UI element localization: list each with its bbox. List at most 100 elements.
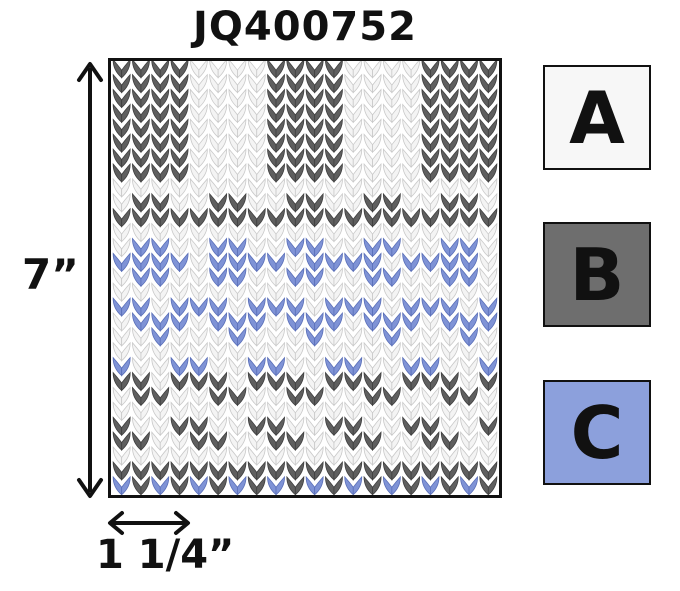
- stitch: [189, 58, 208, 79]
- stitch: [460, 88, 478, 109]
- stitch: [479, 446, 498, 466]
- stitch: [363, 297, 382, 317]
- stitch: [363, 177, 382, 198]
- stitch: [112, 401, 131, 422]
- stitch: [189, 475, 208, 496]
- stitch: [247, 267, 266, 288]
- stitch: [189, 177, 208, 198]
- stitch: [267, 133, 285, 153]
- stitch: [382, 401, 401, 422]
- stitch: [305, 148, 324, 168]
- stitch: [228, 416, 247, 437]
- stitch: [440, 475, 459, 496]
- stitch: [305, 103, 324, 124]
- stitch: [479, 401, 498, 422]
- stitch: [132, 207, 150, 228]
- stitch: [247, 73, 266, 94]
- stitch: [132, 133, 150, 153]
- stitch: [363, 460, 382, 481]
- stitch: [421, 73, 440, 94]
- stitch: [344, 148, 363, 168]
- stitch: [305, 341, 324, 362]
- stitch: [479, 207, 498, 228]
- stitch: [363, 401, 382, 422]
- stitch: [132, 88, 150, 109]
- stitch: [460, 148, 478, 168]
- stitch: [170, 163, 189, 183]
- stitch: [479, 237, 498, 258]
- stitch: [112, 356, 131, 377]
- stitch: [209, 148, 228, 168]
- stitch: [460, 431, 478, 451]
- stitch: [267, 460, 285, 481]
- stitch: [421, 311, 440, 332]
- stitch: [325, 177, 343, 198]
- stitch: [112, 192, 131, 213]
- color-key-b-letter: B: [569, 232, 625, 317]
- stitch: [209, 297, 228, 317]
- stitch: [382, 446, 401, 466]
- stitch: [228, 177, 247, 198]
- stitch: [151, 311, 170, 332]
- stitch: [170, 58, 189, 79]
- stitch: [363, 192, 382, 213]
- stitch: [247, 163, 266, 183]
- stitch: [305, 58, 324, 79]
- stitch: [325, 431, 343, 451]
- stitch: [305, 88, 324, 109]
- stitch: [247, 416, 266, 437]
- stitch: [189, 341, 208, 362]
- stitch: [247, 222, 266, 243]
- stitch: [286, 475, 305, 496]
- stitch: [305, 252, 324, 273]
- stitch: [344, 282, 363, 302]
- stitch: [479, 222, 498, 243]
- stitch: [151, 460, 170, 481]
- stitch: [286, 148, 305, 168]
- stitch: [402, 118, 421, 139]
- stitch: [344, 252, 363, 273]
- stitch: [228, 252, 247, 273]
- stitch: [460, 252, 478, 273]
- stitch: [209, 460, 228, 481]
- stitch: [402, 341, 421, 362]
- stitch: [402, 297, 421, 317]
- stitch: [228, 326, 247, 347]
- stitch: [151, 58, 170, 79]
- stitch: [170, 88, 189, 109]
- stitch: [112, 73, 131, 94]
- stitch: [421, 88, 440, 109]
- stitch: [305, 222, 324, 243]
- stitch: [228, 460, 247, 481]
- stitch: [479, 58, 498, 79]
- stitch: [325, 103, 343, 124]
- stitch: [286, 237, 305, 258]
- pattern-title: JQ400752: [193, 4, 417, 50]
- stitch: [189, 222, 208, 243]
- stitch: [209, 207, 228, 228]
- stitch: [189, 431, 208, 451]
- stitch: [460, 356, 478, 377]
- stitch: [151, 371, 170, 392]
- stitch: [170, 192, 189, 213]
- stitch: [363, 163, 382, 183]
- stitch: [170, 311, 189, 332]
- stitch: [132, 103, 150, 124]
- stitch: [189, 192, 208, 213]
- stitch: [479, 311, 498, 332]
- stitch: [189, 133, 208, 153]
- stitch: [228, 297, 247, 317]
- stitch: [440, 237, 459, 258]
- stitch: [325, 118, 343, 139]
- stitch: [112, 311, 131, 332]
- stitch: [325, 163, 343, 183]
- stitch: [170, 341, 189, 362]
- stitch: [132, 326, 150, 347]
- stitch: [112, 207, 131, 228]
- stitch: [286, 460, 305, 481]
- stitch: [189, 401, 208, 422]
- stitch: [440, 460, 459, 481]
- stitch: [286, 252, 305, 273]
- stitch: [247, 401, 266, 422]
- stitch: [460, 297, 478, 317]
